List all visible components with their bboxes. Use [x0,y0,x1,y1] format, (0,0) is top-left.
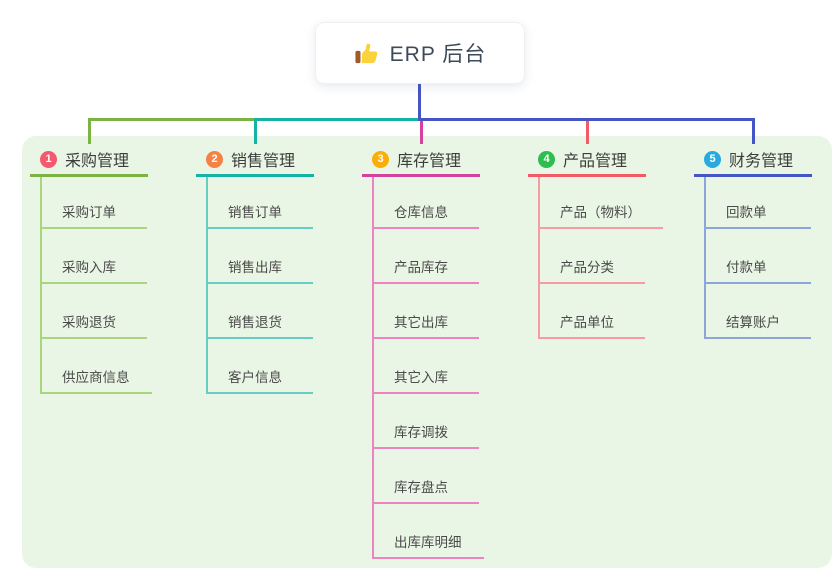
child-node[interactable]: 产品分类 [540,229,645,284]
branch-column-4: 4 产品管理 产品（物料） 产品分类产品单位 [528,146,663,339]
branch-label: 财务管理 [729,153,794,170]
branch-header[interactable]: 3 库存管理 [362,146,480,177]
child-node-label: 客户信息 [228,369,282,385]
branch-header[interactable]: 5 财务管理 [694,146,812,177]
drop-line-3 [419,121,423,144]
rail-line-purchase [87,118,257,121]
child-node-label: 销售订单 [228,204,282,220]
drop-line-5 [751,121,755,144]
child-node[interactable]: 其它出库 [374,284,479,339]
branch-header[interactable]: 1 采购管理 [30,146,148,177]
child-node-label: 销售退货 [228,314,282,330]
branch-header[interactable]: 2 销售管理 [196,146,314,177]
branch-column-2: 2 销售管理 销售订单销售出库销售退货客户信息 [196,146,314,394]
rail-line-sales [253,118,421,121]
child-node[interactable]: 其它入库 [374,339,479,394]
drop-line-1 [87,121,91,144]
child-node-label: 出库库明细 [394,534,462,550]
child-node[interactable]: 客户信息 [208,339,313,394]
child-node-label: 结算账户 [726,314,780,330]
branch-children: 仓库信息产品库存其它出库其它入库库存调拨库存盘点出库库明细 [372,177,484,559]
branch-column-1: 1 采购管理 采购订单采购入库采购退货供应商信息 [30,146,152,394]
child-node-label: 销售出库 [228,259,282,275]
child-node[interactable]: 供应商信息 [42,339,152,394]
child-node[interactable]: 产品（物料） [540,177,663,229]
child-node-label: 产品分类 [560,259,614,275]
branch-column-3: 3 库存管理 仓库信息产品库存其它出库其它入库库存调拨库存盘点出库库明细 [362,146,484,559]
child-node[interactable]: 付款单 [706,229,811,284]
child-node-label: 库存盘点 [394,479,448,495]
branch-column-5: 5 财务管理 回款单付款单结算账户 [694,146,812,339]
child-node[interactable]: 采购订单 [42,177,147,229]
thumbs-up-icon [355,43,377,64]
drop-line-2 [253,121,257,144]
child-node[interactable]: 仓库信息 [374,177,479,229]
child-node[interactable]: 采购退货 [42,284,147,339]
child-node[interactable]: 回款单 [706,177,811,229]
child-node[interactable]: 结算账户 [706,284,811,339]
child-node-label: 库存调拨 [394,424,448,440]
branch-index-badge: 4 [538,150,555,168]
branch-children: 回款单付款单结算账户 [704,177,811,339]
branch-children: 产品（物料） 产品分类产品单位 [538,177,663,339]
child-node[interactable]: 销售退货 [208,284,313,339]
root-stem-line [417,82,421,121]
child-node-label: 其它出库 [394,314,448,330]
child-node-label: 其它入库 [394,369,448,385]
branch-index-badge: 2 [206,150,223,168]
drop-line-4 [585,121,589,144]
branch-header[interactable]: 4 产品管理 [528,146,646,177]
branch-label: 销售管理 [231,153,296,170]
child-node[interactable]: 库存盘点 [374,449,479,504]
child-node-label: 采购入库 [62,259,116,275]
branch-children: 销售订单销售出库销售退货客户信息 [206,177,313,394]
child-node-label: 付款单 [726,259,767,275]
branches-panel [22,136,832,568]
branch-label: 产品管理 [563,153,628,170]
branch-label: 库存管理 [397,153,462,170]
child-node-label: 仓库信息 [394,204,448,220]
child-node-label: 采购订单 [62,204,116,220]
child-node[interactable]: 销售出库 [208,229,313,284]
child-node-label: 采购退货 [62,314,116,330]
branch-index-badge: 1 [40,150,57,168]
child-node[interactable]: 库存调拨 [374,394,479,449]
child-node-label: 回款单 [726,204,767,220]
child-node[interactable]: 产品单位 [540,284,645,339]
child-node[interactable]: 采购入库 [42,229,147,284]
child-node-label: 产品库存 [394,259,448,275]
child-node-label: 产品（物料） [560,204,641,220]
rail-line-finance [417,118,755,121]
branch-index-badge: 3 [372,150,389,168]
child-node[interactable]: 产品库存 [374,229,479,284]
child-node[interactable]: 销售订单 [208,177,313,229]
root-node-erp[interactable]: ERP 后台 [315,22,525,84]
branch-index-badge: 5 [704,150,721,168]
child-node-label: 产品单位 [560,314,614,330]
branch-children: 采购订单采购入库采购退货供应商信息 [40,177,152,394]
branch-label: 采购管理 [65,153,130,170]
child-node[interactable]: 出库库明细 [374,504,484,559]
root-node-label: ERP 后台 [389,43,487,66]
child-node-label: 供应商信息 [62,369,130,385]
